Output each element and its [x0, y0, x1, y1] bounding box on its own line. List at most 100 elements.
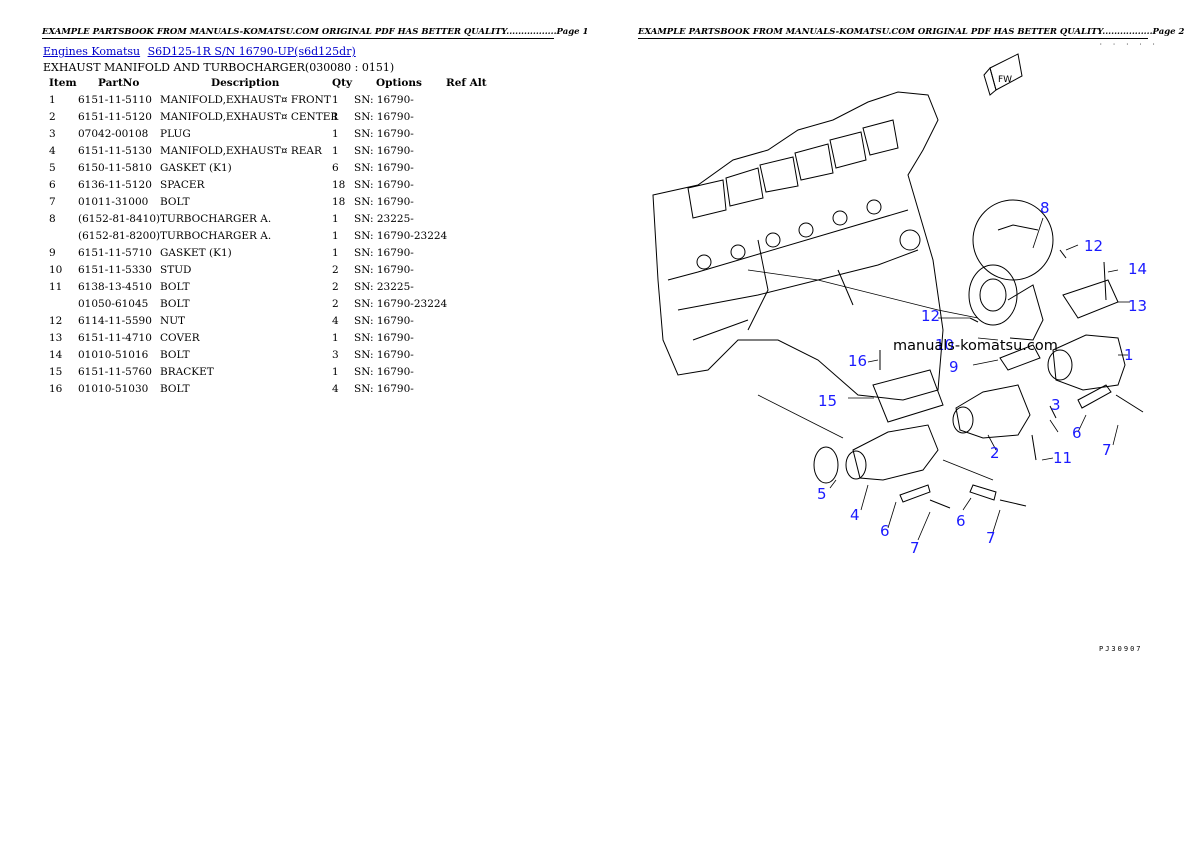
callout-9: 9 — [949, 358, 959, 376]
cover-drawing — [1062, 279, 1119, 319]
cell-qty: 1 — [332, 111, 339, 123]
cell-partno: 6151-11-5330 — [78, 264, 152, 276]
cell-qty: 1 — [332, 366, 339, 378]
cell-description: BOLT — [160, 196, 190, 208]
callout-6-right: 6 — [1072, 424, 1082, 442]
cell-options: SN: 16790- — [354, 179, 414, 191]
cell-partno: 6138-13-4510 — [78, 281, 152, 293]
cell-description: BOLT — [160, 383, 190, 395]
column-header-description: Description — [211, 77, 280, 89]
cell-item: 12 — [49, 315, 63, 327]
callout-10: 10 — [935, 336, 954, 354]
cell-qty: 1 — [332, 213, 339, 225]
cell-partno: 6114-11-5590 — [78, 315, 152, 327]
cell-qty: 18 — [332, 179, 346, 191]
column-header-ref-alt: Ref Alt — [446, 77, 487, 89]
breadcrumb-link-model[interactable]: S6D125-1R S/N 16790-UP(s6d125dr) — [147, 45, 356, 58]
cell-partno: 6136-11-5120 — [78, 179, 152, 191]
cell-partno: 6150-11-5810 — [78, 162, 152, 174]
cell-item: 7 — [49, 196, 56, 208]
cell-partno: 6151-11-4710 — [78, 332, 152, 344]
breadcrumb-link-category[interactable]: Engines Komatsu — [43, 45, 141, 58]
cell-qty: 1 — [332, 230, 339, 242]
callout-8: 8 — [1040, 199, 1050, 217]
gasket-drawing — [999, 344, 1041, 371]
cell-description: PLUG — [160, 128, 191, 140]
cell-qty: 4 — [332, 383, 339, 395]
cell-options: SN: 16790- — [354, 366, 414, 378]
cell-qty: 3 — [332, 349, 339, 361]
cell-item: 8 — [49, 213, 56, 225]
cell-partno: 6151-11-5120 — [78, 111, 152, 123]
callout-1: 1 — [1124, 346, 1134, 364]
cell-options: SN: 16790- — [354, 349, 414, 361]
callout-11: 11 — [1053, 449, 1072, 467]
callout-12-lower: 12 — [921, 307, 940, 325]
cell-description: TURBOCHARGER A. — [160, 230, 272, 242]
callout-4: 4 — [850, 506, 860, 524]
section-title: EXHAUST MANIFOLD AND TURBOCHARGER(030080… — [43, 61, 395, 74]
cell-item: 13 — [49, 332, 63, 344]
cell-partno: 07042-00108 — [78, 128, 149, 140]
cell-qty: 1 — [332, 94, 339, 106]
cell-item: 16 — [49, 383, 63, 395]
cell-partno: 01010-51030 — [78, 383, 149, 395]
cell-qty: 2 — [332, 281, 339, 293]
cell-options: SN: 16790-23224 — [354, 298, 448, 310]
cell-description: GASKET (K1) — [160, 162, 232, 174]
cell-description: COVER — [160, 332, 200, 344]
forward-direction-icon: FW — [983, 53, 1023, 96]
cell-partno: 01010-51016 — [78, 349, 149, 361]
cell-item: 10 — [49, 264, 63, 276]
column-header-qty: Qty — [332, 77, 353, 89]
page-2-header: EXAMPLE PARTSBOOK FROM MANUALS-KOMATSU.C… — [638, 27, 1185, 39]
cell-qty: 18 — [332, 196, 346, 208]
cell-description: STUD — [160, 264, 192, 276]
cell-options: SN: 16790- — [354, 383, 414, 395]
cell-description: MANIFOLD,EXHAUST¤ REAR — [160, 145, 322, 157]
page-1-header: EXAMPLE PARTSBOOK FROM MANUALS-KOMATSU.C… — [42, 27, 589, 39]
watermark: manuals-komatsu.com — [893, 338, 1058, 354]
cell-partno: 01011-31000 — [78, 196, 149, 208]
callout-7-mid: 7 — [986, 529, 996, 547]
cell-description: BOLT — [160, 349, 190, 361]
callout-6-mid: 6 — [956, 512, 966, 530]
cell-options: SN: 16790- — [354, 162, 414, 174]
callout-3: 3 — [1051, 396, 1061, 414]
spacer-bolt-drawings — [879, 249, 1144, 509]
cell-item: 9 — [49, 247, 56, 259]
cell-item: 14 — [49, 349, 63, 361]
cell-qty: 1 — [332, 247, 339, 259]
cell-options: SN: 23225- — [354, 281, 414, 293]
callout-2: 2 — [990, 444, 1000, 462]
callout-16: 16 — [848, 352, 867, 370]
cell-qty: 2 — [332, 298, 339, 310]
engine-block-outline — [652, 91, 944, 401]
fw-label: FW — [998, 75, 1012, 85]
cell-item: 3 — [49, 128, 56, 140]
cell-options: SN: 16790-23224 — [354, 230, 448, 242]
cell-options: SN: 16790- — [354, 315, 414, 327]
front-manifold-drawing — [1047, 334, 1126, 391]
cell-item: 4 — [49, 145, 56, 157]
cell-partno: 6151-11-5710 — [78, 247, 152, 259]
exploded-parts-diagram: FW — [652, 53, 1147, 557]
leader-lines — [747, 217, 1130, 541]
cell-qty: 2 — [332, 264, 339, 276]
cell-options: SN: 16790- — [354, 128, 414, 140]
center-manifold-drawing — [952, 384, 1031, 439]
cell-options: SN: 16790- — [354, 247, 414, 259]
corner-marks: · · · · · — [1099, 41, 1159, 48]
cell-item: 5 — [49, 162, 56, 174]
cell-description: BOLT — [160, 281, 190, 293]
bracket-drawing — [872, 369, 944, 423]
cell-qty: 1 — [332, 128, 339, 140]
callout-12: 12 — [1084, 237, 1103, 255]
cell-options: SN: 16790- — [354, 111, 414, 123]
drawing-code: PJ30907 — [1099, 645, 1143, 653]
cell-qty: 1 — [332, 332, 339, 344]
callout-14: 14 — [1128, 260, 1147, 278]
cell-options: SN: 23225- — [354, 213, 414, 225]
cell-partno: (6152-81-8200) — [78, 230, 161, 242]
cell-description: NUT — [160, 315, 186, 327]
